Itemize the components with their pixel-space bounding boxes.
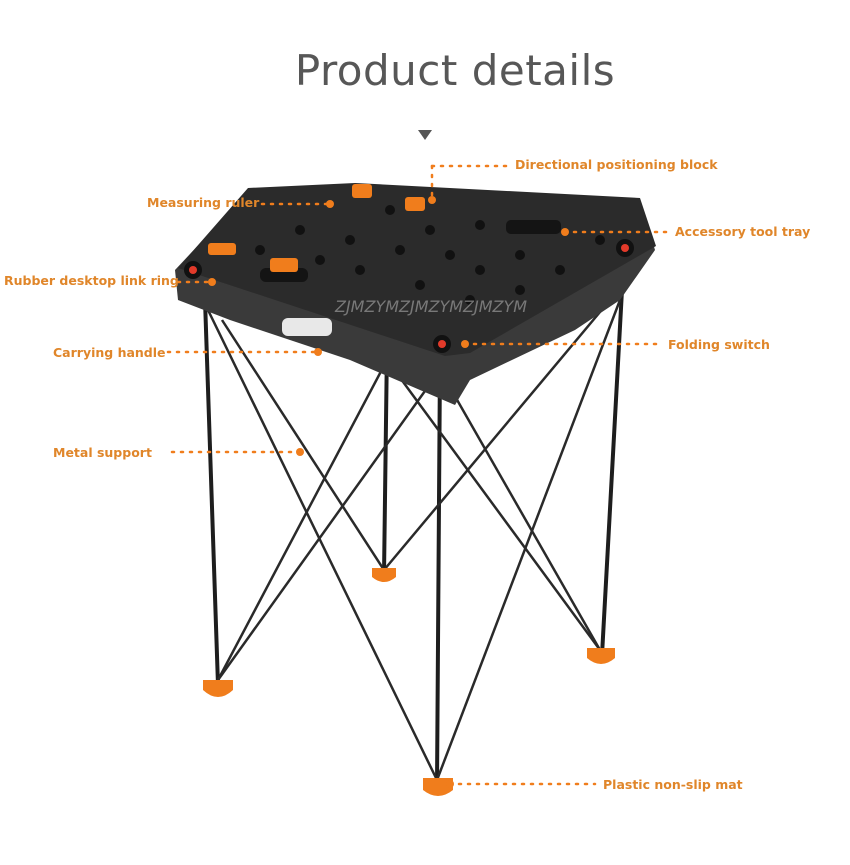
callout-nonslip-mat: Plastic non-slip mat bbox=[603, 777, 743, 792]
rubber-rings bbox=[184, 239, 634, 353]
page-title: Product details bbox=[294, 46, 616, 95]
leader-lines bbox=[166, 164, 670, 786]
callout-rubber-ring: Rubber desktop link ring bbox=[4, 273, 179, 288]
callout-folding-switch: Folding switch bbox=[668, 337, 770, 352]
callout-measuring-ruler: Measuring ruler bbox=[147, 195, 260, 210]
down-arrow-icon bbox=[418, 130, 432, 140]
accessory-tray-slot bbox=[506, 220, 561, 234]
callout-accessory-tray: Accessory tool tray bbox=[675, 224, 811, 239]
plastic-nonslip-mats bbox=[203, 568, 615, 796]
callout-directional-block: Directional positioning block bbox=[515, 157, 718, 172]
carrying-handle-opening bbox=[282, 318, 332, 336]
table-top bbox=[175, 183, 656, 405]
watermark: ZJMZYMZJMZYMZJMZYM bbox=[334, 297, 527, 316]
callout-carrying-handle: Carrying handle bbox=[53, 345, 166, 360]
positioning-blocks bbox=[208, 184, 425, 272]
metal-support-braces bbox=[206, 299, 622, 781]
callout-metal-support: Metal support bbox=[53, 445, 152, 460]
leader-endpoints bbox=[208, 196, 569, 788]
